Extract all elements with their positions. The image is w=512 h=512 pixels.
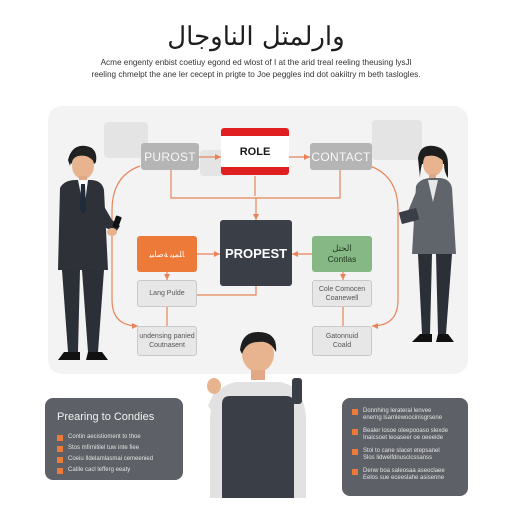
card-left-item: Coeiu Ildelamlasmai cemeenied [57,456,179,463]
bottom-right-node[interactable]: Gatonnuid Coald [312,326,372,356]
card-left-item: Stos mfirnitilel tuw inte fiee [57,445,179,452]
mid-left-node[interactable]: Lang Pulde [137,280,197,307]
purost-node[interactable]: PUROST [141,143,199,170]
woman-with-tablet-illustration [398,145,456,342]
bullet-square-icon [352,449,358,455]
man-with-phone-illustration [58,145,122,360]
subtitle-line-2: reeling chmelpt the ane ler cecept in pr… [91,70,421,79]
role-label: ROLE [239,145,271,158]
bullet-square-icon [57,445,63,452]
bottom-left-label-2: Coutnasent [149,342,185,349]
contact-node[interactable]: CONTACT [310,143,372,170]
mid-right-node[interactable]: Cole Comocen Coanewell [312,280,372,307]
bullet-square-icon [352,469,358,475]
orange-node[interactable]: ﺎﻠﻤﻴﺑ ﺔﺻﺎﺒﻴ [137,236,197,272]
info-card-left: Prearing to Condies Contin aecistioment … [45,398,183,480]
propest-label: PROPEST [224,245,288,261]
bullet-square-icon [57,467,63,474]
contact-label: CONTACT [311,149,371,164]
bullet-square-icon [57,434,63,441]
bottom-right-label-2: Coald [332,342,352,349]
green-label-2: Contlas [327,254,357,264]
card-left-item: Contin aecistioment to thoe [57,434,179,441]
green-label-1: الحتل [332,243,352,253]
mid-right-label-2: Coanewell [325,294,359,302]
orange-label: ﺎﻠﻤﻴﺑ ﺔﺻﺎﺒﻴ [149,249,185,259]
bullet-square-icon [352,409,358,415]
card-left-title: Prearing to Condies [57,411,155,423]
bottom-left-label-1: undensing panied [139,333,195,340]
page-title: وارلمتل الناوجال [167,22,345,52]
background-frame [104,122,148,158]
purost-label: PUROST [144,149,196,164]
role-node[interactable]: ROLE [221,128,289,175]
propest-node[interactable]: PROPEST [220,220,292,286]
subtitle-line-1: Acme engenty enbist coetiuy egond ed wlo… [100,58,412,67]
bottom-left-node[interactable]: undensing panied Coutnasent [137,326,197,356]
bottom-right-label-1: Gatonnuid [325,333,359,340]
seated-person-illustration [207,332,306,498]
background-frame [372,120,422,160]
mid-left-label: Lang Pulde [149,290,185,297]
mid-right-label-1: Cole Comocen [318,285,366,293]
bullet-square-icon [352,429,358,435]
bullet-square-icon [57,456,63,463]
green-node[interactable]: الحتل Contlas [312,236,372,272]
card-left-item: Catile cacl lefferg eeaty [57,467,179,474]
